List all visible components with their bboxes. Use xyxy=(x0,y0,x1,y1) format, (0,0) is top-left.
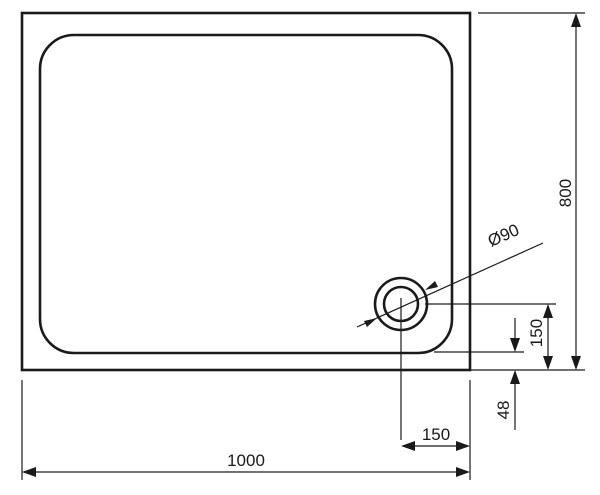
drain-offset-x-arrow-right xyxy=(456,441,470,451)
drain-offset-y-arrow-bottom xyxy=(543,356,553,370)
drain-offset-x-arrow-left xyxy=(401,441,415,451)
depth-dimension: 800 xyxy=(470,12,585,371)
tray-outer-edge xyxy=(20,11,472,372)
depth-arrow-top xyxy=(571,13,581,27)
diameter-arrow-lower xyxy=(364,318,377,327)
width-dimension: 1000 xyxy=(21,380,471,480)
tray xyxy=(20,11,472,372)
diameter-label: Ø90 xyxy=(485,220,522,250)
drain-offset-x-dimension: 150 xyxy=(401,425,470,451)
diameter-arrow-upper xyxy=(425,281,438,290)
depth-label: 800 xyxy=(556,179,575,207)
height-label: 48 xyxy=(494,401,513,420)
width-label: 1000 xyxy=(227,451,265,470)
depth-arrow-bottom xyxy=(571,356,581,370)
drain-offset-y-label: 150 xyxy=(527,319,546,347)
drain-offset-y-arrow-top xyxy=(543,304,553,318)
drain xyxy=(373,276,429,440)
width-arrow-right xyxy=(456,467,470,477)
tray-inner-basin xyxy=(38,33,454,355)
drain-offset-x-label: 150 xyxy=(422,425,450,444)
width-arrow-left xyxy=(22,467,36,477)
height-dimension: 48 xyxy=(494,318,520,430)
height-arrow-upper xyxy=(510,338,520,352)
drain-offset-y-dimension: 150 xyxy=(425,303,556,370)
diameter-leader-line xyxy=(356,242,544,328)
height-arrow-lower xyxy=(510,370,520,384)
